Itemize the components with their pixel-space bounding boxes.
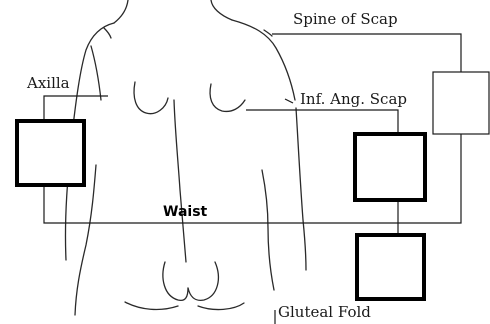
label-waist: Waist [163, 205, 207, 219]
right-shoulder-arm-line [232, 20, 295, 100]
axilla-box [17, 121, 84, 185]
inf-ang-scap-connector [246, 110, 398, 133]
left-arm-inner-line [91, 46, 101, 100]
gluteal-left-curve [163, 262, 188, 300]
left-scapula-curve [134, 82, 168, 114]
torso-outline [65, 0, 306, 315]
left-back-contour [75, 165, 96, 315]
neck-left-line [114, 0, 128, 23]
right-scapula-curve [210, 84, 245, 111]
spine-line [174, 100, 186, 262]
gluteal-fold-box [357, 235, 424, 299]
right-back-contour [262, 170, 274, 290]
label-axilla: Axilla [27, 76, 70, 91]
shoulder-mark-left [104, 28, 111, 38]
label-gluteal-fold: Gluteal Fold [278, 305, 371, 320]
right-arm-outer-line [296, 108, 306, 270]
inf-ang-scap-tick [285, 99, 293, 103]
spine-of-scap-box [433, 72, 489, 134]
label-inf-ang-scap: Inf. Ang. Scap [300, 92, 407, 107]
label-spine-of-scap: Spine of Scap [293, 12, 398, 27]
gluteal-right-curve [188, 262, 218, 300]
neck-right-line [211, 0, 232, 20]
gluteal-crease-left [125, 302, 178, 309]
waist-connector [44, 186, 398, 223]
inf-ang-scap-box [355, 134, 425, 200]
gluteal-crease-right [198, 303, 244, 310]
spine-of-scap-connector [272, 34, 461, 72]
